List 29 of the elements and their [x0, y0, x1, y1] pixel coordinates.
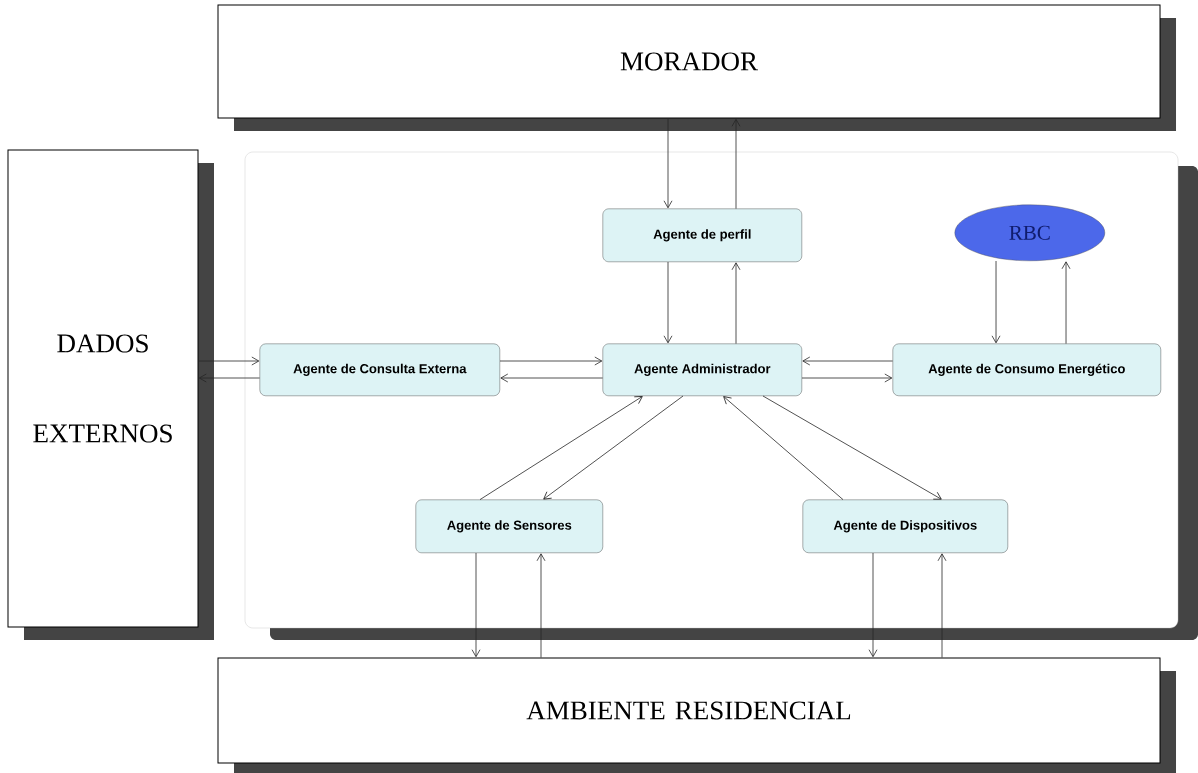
arrow [198, 373, 260, 383]
arrow [731, 262, 741, 344]
arrow [802, 356, 893, 366]
arrow [536, 553, 546, 658]
actor-box: DADOS EXTERNOS [7, 149, 214, 640]
arrow [868, 552, 878, 658]
arrow [801, 373, 893, 383]
arrow [731, 118, 741, 209]
arrow [663, 261, 673, 344]
arrow [762, 395, 942, 500]
arrow [1061, 261, 1071, 344]
arrow [471, 552, 481, 658]
agent-box: Agente de Sensores [415, 499, 603, 553]
agent-box: Agente de Consulta Externa [259, 343, 500, 396]
agent-box: Agente Administrador [602, 343, 802, 396]
agent-box: Agente de Consumo Energético [892, 343, 1161, 396]
arrow [723, 396, 844, 500]
arrow [663, 118, 673, 209]
actor-box: MORADOR [217, 4, 1176, 131]
arrow [479, 396, 643, 500]
arrow [500, 373, 603, 383]
arrow [499, 356, 603, 366]
arrow [991, 260, 1001, 344]
arrow [198, 356, 260, 366]
arrow [543, 395, 684, 500]
actor-box: AMBIENTE RESIDENCIAL [217, 657, 1176, 773]
agent-box: Agente de Dispositivos [802, 499, 1009, 553]
agent-box: Agente de perfil [602, 208, 802, 262]
arrow [937, 553, 947, 658]
